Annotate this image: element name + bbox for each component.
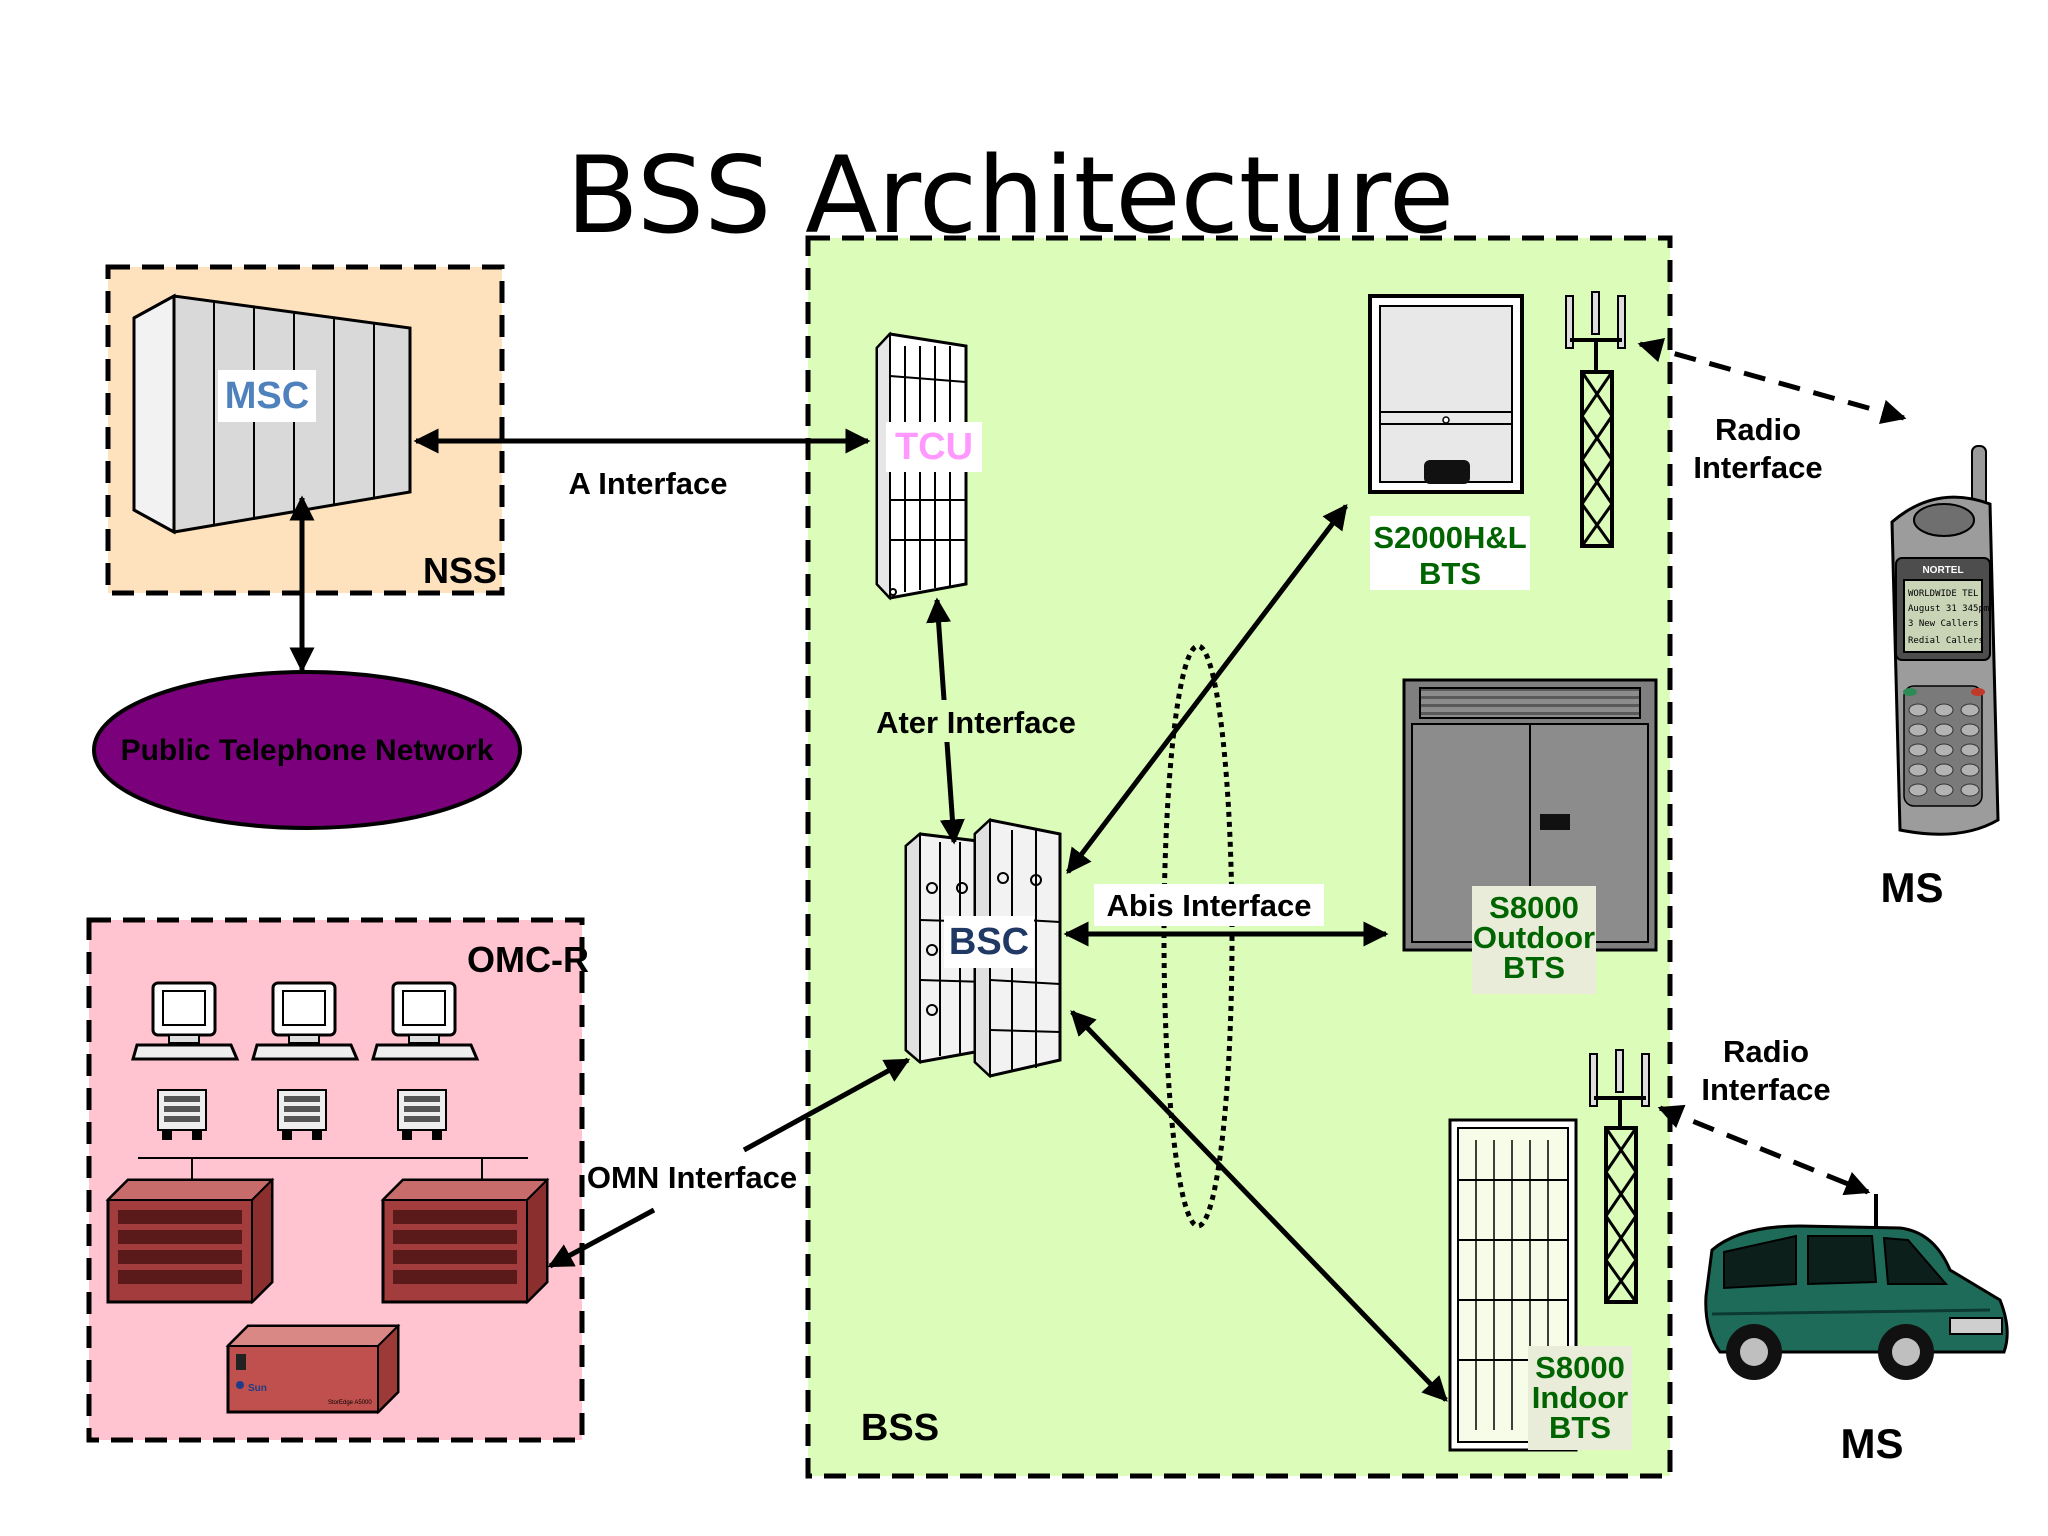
abis-link-s2000 [1066, 504, 1348, 874]
bts-s2000-label-line1: S2000H&L [1373, 520, 1526, 555]
omn-link-bsc [742, 1057, 911, 1153]
phone-screen-line4: Redial Callers [1908, 636, 1984, 646]
bss-label: BSS [861, 1407, 939, 1449]
omn-link-omc [547, 1207, 656, 1269]
ms-phone-label: MS [1881, 864, 1944, 911]
car-icon [1704, 1194, 2009, 1380]
terminal-icon [157, 1089, 207, 1140]
bts-indoor-label-line3: BTS [1549, 1410, 1611, 1445]
terminal-icon [397, 1089, 447, 1140]
bts-outdoor-label-line3: BTS [1503, 950, 1565, 985]
bsc-label: BSC [949, 921, 1029, 963]
terminal-icon [277, 1089, 327, 1140]
phone-brand-text: NORTEL [1922, 565, 1963, 576]
public-network-label: Public Telephone Network [121, 734, 494, 767]
ms-car-label: MS [1841, 1420, 1904, 1467]
bts-outdoor-label-line2: Outdoor [1473, 920, 1595, 955]
bts-indoor-label-line1: S8000 [1535, 1350, 1625, 1385]
bts-indoor-label-line2: Indoor [1532, 1380, 1628, 1415]
radio-top-label-line1: Radio [1715, 412, 1801, 447]
radio-bottom-label-line1: Radio [1723, 1034, 1809, 1069]
tcu-label: TCU [895, 426, 973, 468]
storage-array-icon [225, 1323, 401, 1415]
phone-screen-line3: 3 New Callers [1908, 619, 1978, 629]
workstation-icon [371, 981, 480, 1061]
storage-brand: Sun [248, 1383, 267, 1394]
phone-screen-line1: WORLDWIDE TEL [1908, 589, 1978, 599]
workstation-icon [131, 981, 240, 1061]
radio-bottom-label-line2: Interface [1701, 1072, 1830, 1107]
server-icon [380, 1177, 550, 1305]
omc-label: OMC-R [467, 939, 589, 980]
abis-interface-label: Abis Interface [1106, 888, 1311, 923]
radio-top-label-line2: Interface [1693, 450, 1822, 485]
bts-s2000-label-line2: BTS [1419, 556, 1481, 591]
antenna-tower-icon [1589, 1049, 1650, 1304]
radio-link-phone [1637, 338, 1907, 424]
abis-link-s8000-indoor [1070, 1010, 1448, 1402]
bts-s2000-cabinet-icon [1368, 294, 1524, 494]
a-interface-label: A Interface [568, 466, 727, 501]
workstation-icon [251, 981, 360, 1061]
omn-interface-label: OMN Interface [587, 1160, 797, 1195]
bts-s8000-outdoor-cabinet-icon [1402, 678, 1658, 952]
antenna-tower-icon [1565, 291, 1626, 548]
page-title: BSS Architecture [566, 134, 1454, 257]
radio-link-car [1657, 1104, 1871, 1196]
bts-s8000-indoor-rack-icon [1448, 1118, 1578, 1452]
lan-bus [138, 1157, 528, 1180]
bts-outdoor-label-line1: S8000 [1489, 890, 1579, 925]
ater-interface-label: Ater Interface [876, 705, 1076, 740]
mobile-phone-icon [1890, 445, 2000, 836]
nss-label: NSS [423, 550, 497, 591]
phone-screen-line2: August 31 345pm [1908, 604, 1989, 614]
msc-label: MSC [225, 375, 309, 417]
server-icon [105, 1177, 275, 1305]
storage-model: StorEdge A5000 [328, 1400, 372, 1406]
